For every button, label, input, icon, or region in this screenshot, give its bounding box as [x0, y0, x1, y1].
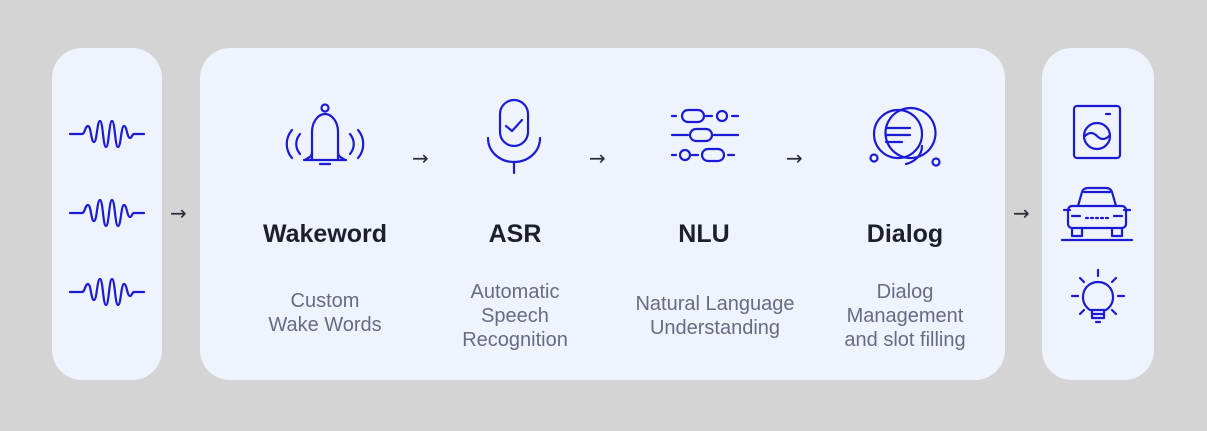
microphone-check-icon: [486, 98, 542, 175]
chat-bubble-icon: [869, 107, 941, 167]
sound-wave-icon: [68, 277, 146, 307]
pipeline-panel: Wakeword Custom Wake Words → ASR Automat…: [200, 48, 1005, 380]
input-arrow: →: [170, 201, 187, 225]
stage-desc-wakeword: Custom Wake Words: [268, 290, 382, 336]
stage-desc-asr: Automatic Speech Recognition: [462, 281, 568, 351]
stage-desc-dialog: Dialog Management and slot filling: [844, 281, 966, 351]
output-arrow: →: [1013, 201, 1030, 225]
stage-title-asr: ASR: [488, 220, 542, 248]
washing-machine-icon: [1072, 104, 1122, 160]
pipeline-arrow-1: →: [412, 146, 429, 170]
stage-desc-nlu: Natural Language Understanding: [635, 293, 795, 339]
nlu-tokens-icon: [670, 108, 740, 163]
stage-title-wakeword: Wakeword: [262, 220, 388, 248]
bell-icon: [285, 103, 365, 166]
light-bulb-icon: [1070, 268, 1126, 324]
car-icon: [1060, 186, 1134, 242]
audio-input-panel: [52, 48, 162, 380]
pipeline-arrow-3: →: [786, 146, 803, 170]
sound-wave-icon: [68, 198, 146, 228]
stage-title-dialog: Dialog: [866, 220, 944, 248]
stage-title-nlu: NLU: [678, 220, 730, 248]
device-output-panel: [1042, 48, 1154, 380]
sound-wave-icon: [68, 119, 146, 149]
pipeline-arrow-2: →: [589, 146, 606, 170]
